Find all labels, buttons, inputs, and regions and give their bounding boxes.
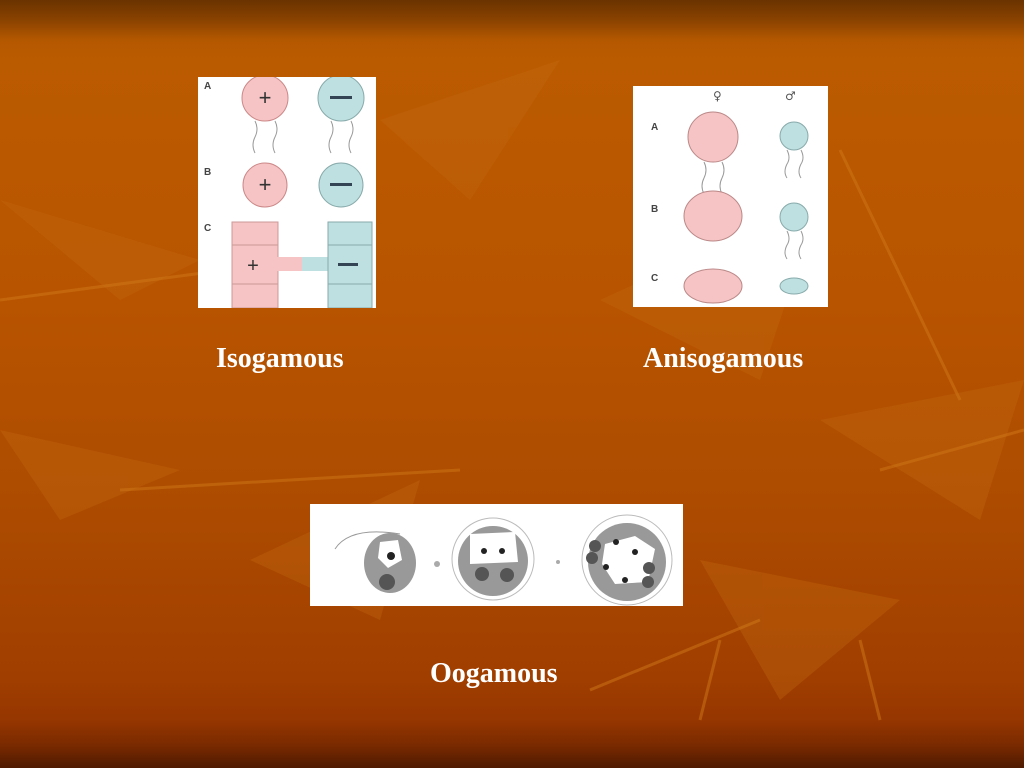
oogamous-figure [310,504,683,606]
anisogamous-caption: Anisogamous [643,343,804,374]
svg-text:+: + [247,255,259,277]
svg-text:B: B [651,204,658,215]
row-label-a: A [204,81,211,92]
anisogamous-figure: ♀ ♂ A B C [633,86,828,307]
oogamous-caption: Oogamous [430,658,558,689]
svg-text:C: C [651,273,658,284]
row-label-c: C [204,223,211,234]
svg-text:A: A [651,122,658,133]
svg-text:+: + [259,172,272,197]
svg-text:+: + [259,85,272,110]
isogamous-figure: A B C + + + [198,74,376,309]
isogamous-caption: Isogamous [216,343,344,374]
female-symbol: ♀ [713,89,722,103]
male-symbol: ♂ [785,89,796,103]
row-label-b: B [204,167,211,178]
